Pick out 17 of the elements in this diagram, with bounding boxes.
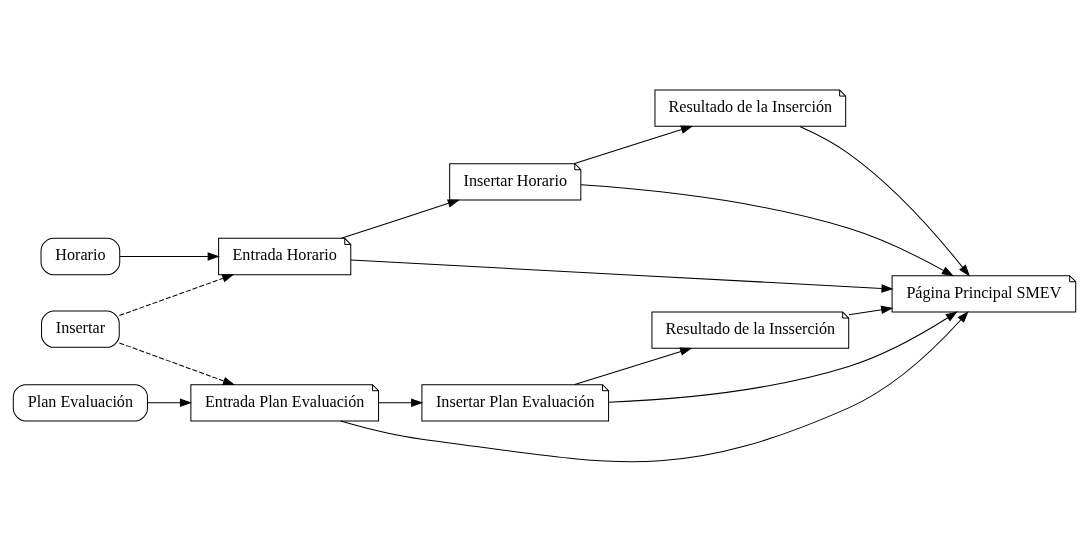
- arrow: [340, 199, 460, 239]
- arrow: [119, 252, 220, 261]
- arrow: [580, 184, 954, 277]
- arrow: [573, 125, 693, 165]
- arrow: [147, 398, 193, 408]
- arrow: [340, 311, 969, 463]
- arrow: [608, 311, 958, 403]
- arrow: [118, 342, 235, 386]
- arrow: [574, 347, 693, 386]
- node-box: Horario: [40, 237, 121, 276]
- arrow: [848, 305, 894, 316]
- arrow: [118, 274, 235, 316]
- arrow: [799, 126, 970, 277]
- arrow: [378, 398, 424, 408]
- node-box: Plan Evaluación: [12, 384, 148, 422]
- arrow: [350, 259, 894, 293]
- node-box: Insertar: [41, 310, 120, 348]
